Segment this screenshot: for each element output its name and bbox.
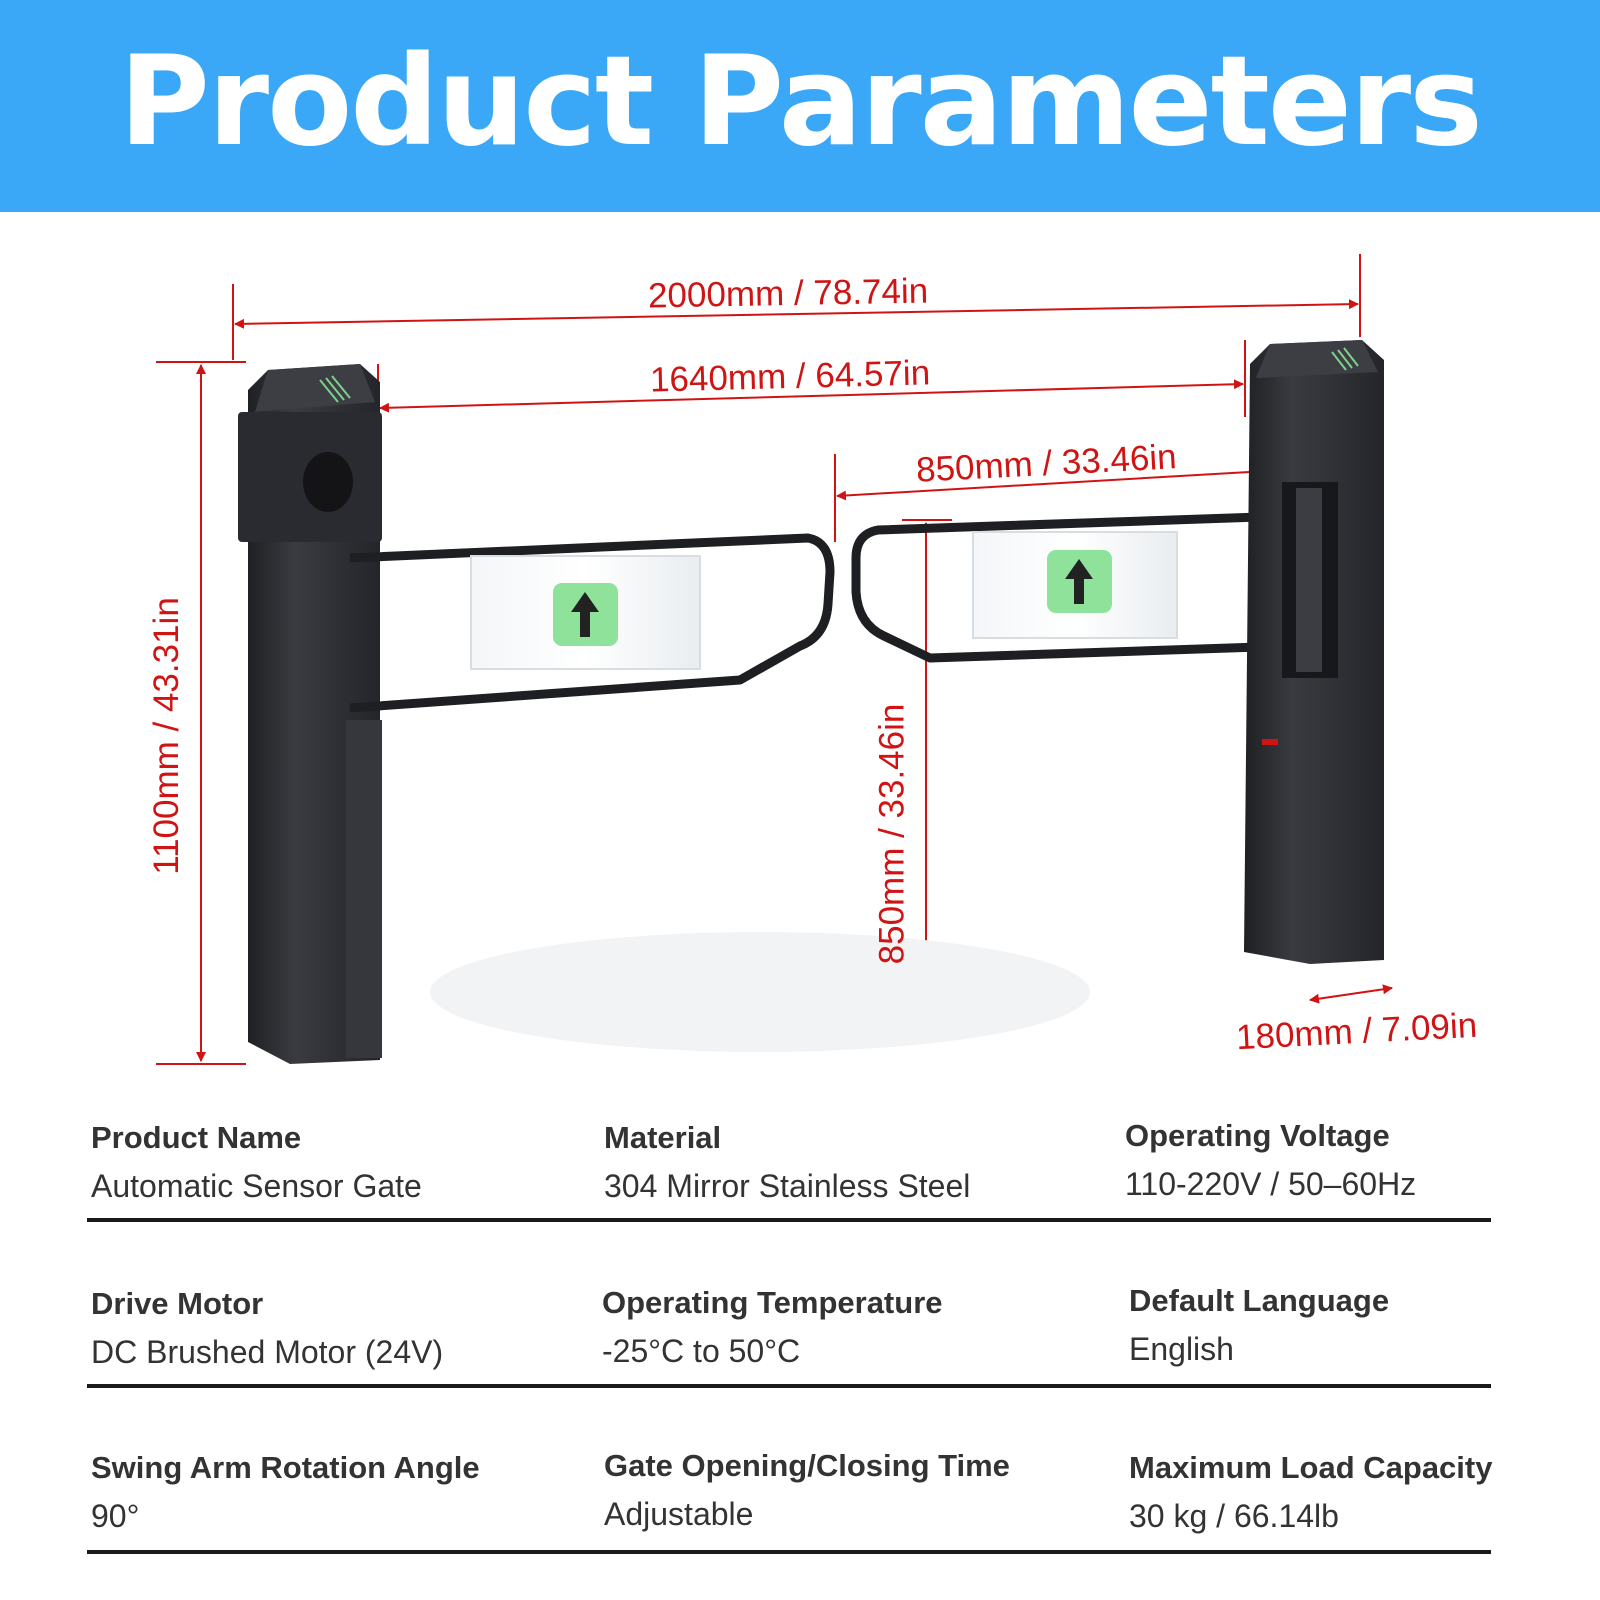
spec-operating-temperature: Operating Temperature -25°C to 50°C [602, 1285, 943, 1370]
right-swing-arm [851, 511, 1291, 663]
spec-label: Operating Voltage [1125, 1118, 1390, 1153]
spec-operating-voltage: Operating Voltage 110-220V / 50–60Hz [1125, 1118, 1416, 1203]
spec-product-name: Product Name Automatic Sensor Gate [91, 1120, 422, 1205]
spec-value: Automatic Sensor Gate [91, 1168, 422, 1204]
spec-value: DC Brushed Motor (24V) [91, 1334, 444, 1370]
spec-value: -25°C to 50°C [602, 1333, 801, 1369]
spec-value: 304 Mirror Stainless Steel [604, 1168, 971, 1204]
spec-value: English [1129, 1331, 1234, 1367]
spec-label: Product Name [91, 1120, 302, 1155]
left-post [238, 364, 382, 1064]
spec-label: Gate Opening/Closing Time [604, 1448, 1010, 1483]
spec-label: Default Language [1129, 1283, 1390, 1318]
spec-value: 90° [91, 1498, 140, 1534]
spec-value: 110-220V / 50–60Hz [1125, 1166, 1417, 1202]
page-title: Product Parameters [119, 30, 1483, 174]
spec-value: 30 kg / 66.14lb [1129, 1498, 1339, 1534]
spec-swing-arm-rotation-angle: Swing Arm Rotation Angle 90° [91, 1450, 480, 1535]
overall-width-label: 2000mm / 78.74in [647, 271, 929, 316]
post-depth-arrow [1309, 984, 1393, 1004]
post-height-label: 1100mm / 43.31in [146, 597, 186, 875]
gate-illustration [156, 254, 1393, 1065]
row-divider [87, 1384, 1491, 1388]
right-post [1244, 340, 1384, 964]
spec-drive-motor: Drive Motor DC Brushed Motor (24V) [91, 1286, 443, 1371]
spec-label: Maximum Load Capacity [1129, 1450, 1493, 1485]
left-swing-arm [349, 533, 835, 713]
gate-diagram: 2000mm / 78.74in 1640mm / 64.57in 850mm … [0, 212, 1600, 1092]
spec-maximum-load-capacity: Maximum Load Capacity 30 kg / 66.14lb [1129, 1450, 1492, 1535]
row-divider [87, 1218, 1491, 1222]
title-banner: Product Parameters [0, 0, 1600, 212]
spec-label: Material [604, 1120, 722, 1155]
arm-height-label: 850mm / 33.46in [872, 703, 912, 965]
spec-value: Adjustable [604, 1496, 754, 1532]
row-divider [87, 1550, 1491, 1554]
spec-default-language: Default Language English [1129, 1283, 1389, 1368]
spec-label: Drive Motor [91, 1286, 264, 1321]
overall-width-arrow [234, 299, 1359, 329]
inner-width-label: 1640mm / 64.57in [649, 353, 931, 400]
opening-width-arrow [836, 465, 1284, 501]
dimension-arrows [196, 299, 1393, 1062]
spec-gate-opening-closing-time: Gate Opening/Closing Time Adjustable [604, 1448, 1010, 1533]
spec-label: Operating Temperature [602, 1285, 943, 1320]
spec-material: Material 304 Mirror Stainless Steel [604, 1120, 970, 1205]
inner-width-arrow [379, 379, 1244, 413]
spec-label: Swing Arm Rotation Angle [91, 1450, 480, 1485]
